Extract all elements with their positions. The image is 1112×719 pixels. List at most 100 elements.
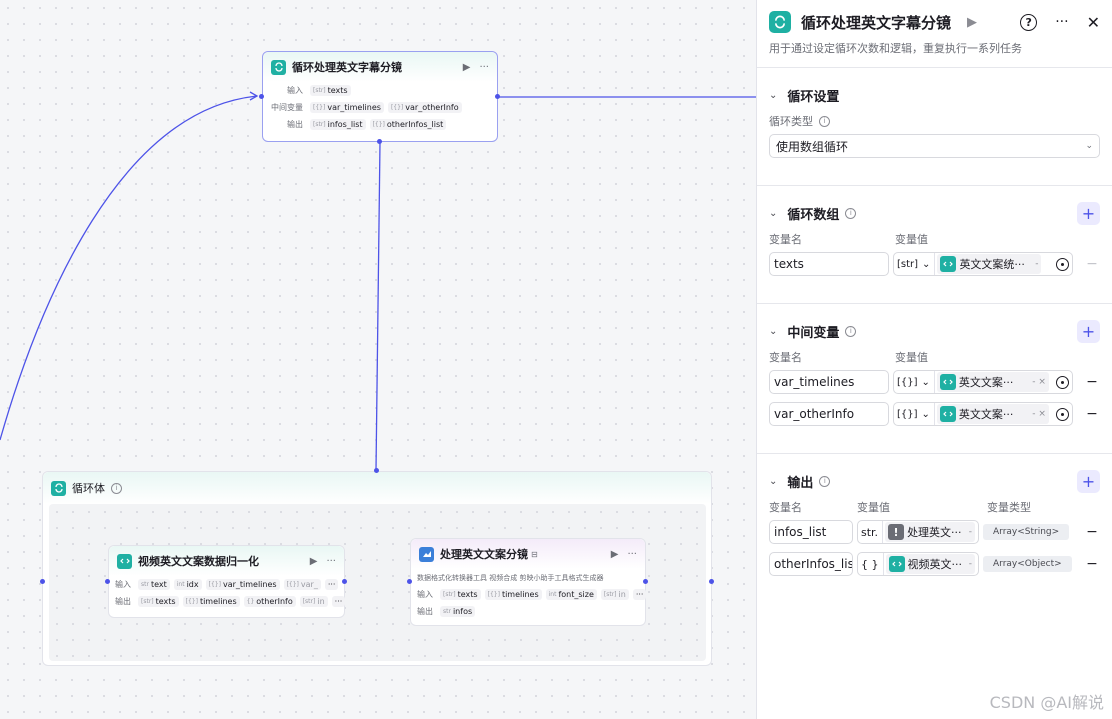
var-name-input[interactable]: var_timelines xyxy=(769,370,889,394)
panel-description: 用于通过设定循环次数和逻辑，重复执行一系列任务 xyxy=(769,42,1022,55)
workflow-canvas[interactable]: 循环处理英文字幕分镜 ▶ ··· 输入 [str]texts 中间变量 [{}]v… xyxy=(0,0,756,719)
loop-body-right-port[interactable] xyxy=(709,579,714,584)
var-reference[interactable]: 英文文案统··· - xyxy=(937,254,1042,274)
var-type-badge: Array<String> xyxy=(983,524,1070,540)
var-reference[interactable]: 英文文案··· - × xyxy=(936,372,1049,392)
add-button[interactable]: + xyxy=(1077,319,1100,343)
var-reference[interactable]: 视频英文··· - xyxy=(885,554,975,574)
target-icon[interactable] xyxy=(1056,375,1069,389)
info-icon[interactable]: i xyxy=(819,115,830,127)
type-select[interactable]: [{}]⌄ xyxy=(897,403,935,425)
process-input-port[interactable] xyxy=(407,579,412,584)
code-icon xyxy=(939,406,956,422)
node-output-row: 输出 [str]infos_list [{}]otherInfos_list xyxy=(263,116,497,133)
node-mid-row: 中间变量 [{}]var_timelines [{}]var_otherInfo xyxy=(263,99,497,116)
info-icon[interactable]: i xyxy=(111,482,122,494)
input-chip: [str]texts xyxy=(310,85,351,96)
remove-button[interactable]: − xyxy=(1086,556,1098,572)
var-name-input[interactable]: texts xyxy=(769,252,889,276)
var-name-input[interactable]: infos_list xyxy=(769,520,853,544)
more-icon[interactable]: ··· xyxy=(1055,14,1069,30)
more-icon[interactable]: ··· xyxy=(324,579,339,590)
info-icon[interactable]: i xyxy=(845,207,857,219)
section-header[interactable]: ⌄ 中间变量 i + xyxy=(769,314,1100,348)
info-icon[interactable]: i xyxy=(819,475,831,487)
panel-title[interactable]: 循环处理英文字幕分镜 xyxy=(801,13,952,32)
remove-button[interactable]: − xyxy=(1086,406,1098,422)
more-icon[interactable]: ··· xyxy=(331,596,346,607)
more-icon[interactable]: ··· xyxy=(326,555,336,567)
output-chip: [{}]otherInfos_list xyxy=(369,119,447,130)
type-select[interactable]: str. xyxy=(861,521,884,543)
normalize-output-port[interactable] xyxy=(342,579,347,584)
chevron-down-icon[interactable]: ⌄ xyxy=(769,89,778,101)
main-output-port[interactable] xyxy=(495,94,500,99)
loop-type-select[interactable]: 使用数组循环 ⌄ xyxy=(769,134,1100,158)
node-process[interactable]: 处理英文文案分镜 ⊟ ▶··· 数据格式化转换器工具 视频合成 剪映小助手工具格… xyxy=(410,538,647,626)
remove-button[interactable]: − xyxy=(1086,256,1098,272)
section-header[interactable]: ⌄ 输出 i + xyxy=(769,464,1100,498)
var-name-input[interactable]: otherInfos_lis xyxy=(769,552,853,576)
chevron-down-icon[interactable]: ⌄ xyxy=(769,207,778,219)
output-row: infos_list str. ! 处理英文··· - Array<String… xyxy=(769,516,1100,548)
var-value-field[interactable]: { } 视频英文··· - xyxy=(857,552,979,576)
target-icon[interactable] xyxy=(1056,407,1069,421)
main-input-port[interactable] xyxy=(259,94,264,99)
run-icon[interactable]: ▶ xyxy=(610,548,619,560)
code-icon xyxy=(940,256,957,272)
section-loop-array: ⌄ 循环数组 i + 变量名变量值 texts [str]⌄ 英文文案统··· … xyxy=(757,196,1112,304)
section-header[interactable]: ⌄ 循环数组 i + xyxy=(769,196,1100,230)
target-icon[interactable] xyxy=(1056,257,1069,271)
var-reference[interactable]: ! 处理英文··· - xyxy=(885,522,975,542)
node-settings-panel: 循环处理英文字幕分镜 ▶ ? ··· ✕ 用于通过设定循环次数和逻辑，重复执行一… xyxy=(756,0,1112,719)
loop-body-top-port[interactable] xyxy=(374,468,379,473)
mid-var-row: var_timelines [{}]⌄ 英文文案··· - × − xyxy=(769,366,1100,398)
normalize-input-port[interactable] xyxy=(105,579,110,584)
loop-body-left-port[interactable] xyxy=(40,579,45,584)
node-input-row: 输入 [str]texts xyxy=(263,82,497,99)
chevron-down-icon[interactable]: ⌄ xyxy=(769,325,778,337)
node-header: 循环处理英文字幕分镜 ▶ ··· xyxy=(263,52,497,82)
var-value-field[interactable]: [{}]⌄ 英文文案··· - × xyxy=(893,402,1073,426)
loop-icon xyxy=(271,59,286,75)
section-header[interactable]: ⌄ 循环设置 xyxy=(769,89,840,105)
node-tools: 数据格式化转换器工具 视频合成 剪映小助手工具格式生成器 xyxy=(417,573,604,582)
run-icon[interactable]: ▶ xyxy=(462,61,471,73)
mid-chip: [{}]var_timelines xyxy=(310,102,384,113)
close-icon[interactable]: ✕ xyxy=(1086,12,1100,32)
type-select[interactable]: { } xyxy=(861,553,884,575)
more-icon[interactable]: ··· xyxy=(632,589,647,600)
panel-header: 循环处理英文字幕分镜 ▶ ? ··· ✕ 用于通过设定循环次数和逻辑，重复执行一… xyxy=(757,0,1112,68)
type-select[interactable]: [{}]⌄ xyxy=(897,371,935,393)
var-value-field[interactable]: [{}]⌄ 英文文案··· - × xyxy=(893,370,1073,394)
process-output-port[interactable] xyxy=(643,579,648,584)
chevron-down-icon[interactable]: ⌄ xyxy=(769,475,778,487)
loop-node-main[interactable]: 循环处理英文字幕分镜 ▶ ··· 输入 [str]texts 中间变量 [{}]v… xyxy=(262,51,498,142)
var-value-field[interactable]: [str]⌄ 英文文案统··· - xyxy=(893,252,1073,276)
code-icon xyxy=(117,553,132,569)
run-icon[interactable]: ▶ xyxy=(309,555,318,567)
main-loop-port[interactable] xyxy=(377,139,382,144)
more-icon[interactable]: ··· xyxy=(627,548,637,560)
more-icon[interactable]: ··· xyxy=(479,61,489,73)
edge-main-to-loop xyxy=(375,141,381,471)
add-button[interactable]: + xyxy=(1077,201,1100,225)
help-icon[interactable]: ? xyxy=(1020,13,1038,31)
image-icon xyxy=(419,546,434,562)
info-icon[interactable]: i xyxy=(845,325,857,337)
type-select[interactable]: [str]⌄ xyxy=(897,253,936,275)
var-reference[interactable]: 英文文案··· - × xyxy=(936,404,1049,424)
remove-button[interactable]: − xyxy=(1086,524,1098,540)
var-value-field[interactable]: str. ! 处理英文··· - xyxy=(857,520,979,544)
node-title: 循环处理英文字幕分镜 xyxy=(292,61,402,74)
var-name-input[interactable]: var_otherInfo xyxy=(769,402,889,426)
remove-button[interactable]: − xyxy=(1086,374,1098,390)
node-title: 视频英文文案数据归一化 xyxy=(138,555,259,568)
output-chip: [str]infos_list xyxy=(310,119,366,130)
node-output-row: 输出 [str]texts [{}]timelines {}otherInfo … xyxy=(109,593,346,610)
add-button[interactable]: + xyxy=(1077,469,1100,493)
run-icon[interactable]: ▶ xyxy=(967,14,978,30)
